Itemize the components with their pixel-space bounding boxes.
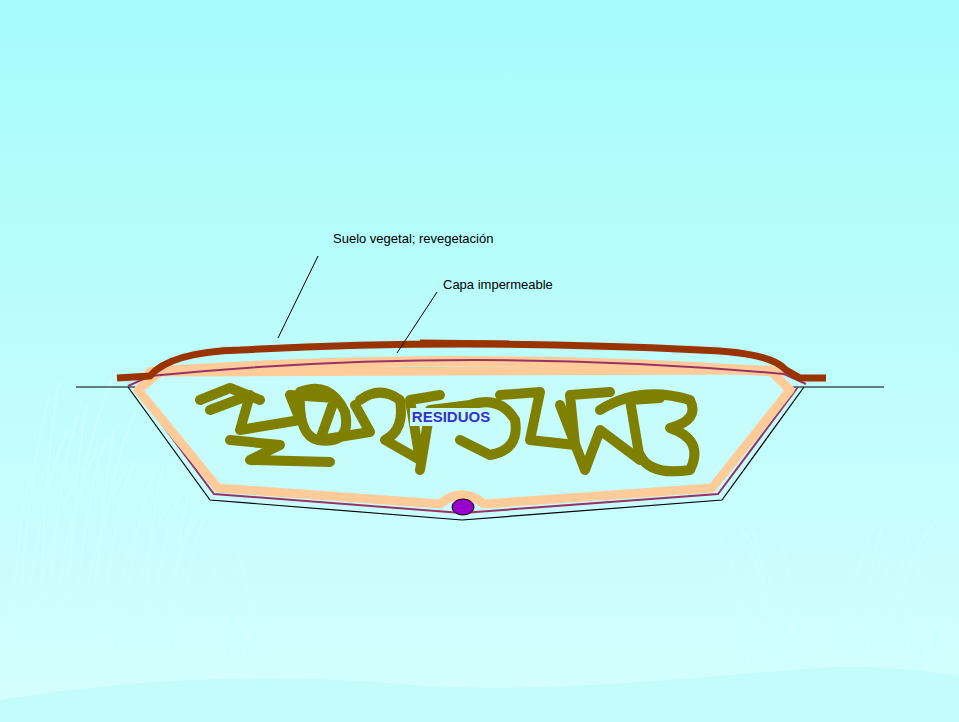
grass-blade	[157, 514, 201, 650]
callout-label: Suelo vegetal; revegetación	[333, 231, 493, 247]
grass-blade	[874, 600, 930, 670]
grass-blade	[710, 574, 766, 670]
ground-band	[0, 667, 959, 722]
grass-blade	[917, 569, 937, 670]
grass-blade	[204, 554, 236, 660]
liner-band	[138, 370, 790, 504]
grass-decoration	[11, 371, 944, 670]
grass-blade	[889, 604, 909, 670]
topsoil-layer	[117, 344, 826, 378]
grass-blade	[232, 564, 264, 660]
cap-membrane	[128, 360, 806, 386]
grass-blade	[194, 583, 250, 660]
grass-blade	[912, 582, 944, 670]
callout-label: Capa impermeable	[443, 277, 553, 293]
leader-line	[278, 256, 318, 338]
grass-blade	[738, 526, 794, 670]
grass-blade	[884, 573, 916, 670]
topsoil-bump	[420, 342, 520, 343]
grass-blade	[199, 569, 243, 660]
grass-blade	[898, 552, 930, 660]
grass-blade	[178, 506, 210, 650]
drain-pipe	[452, 499, 474, 515]
grass-blade	[879, 586, 923, 670]
grass-blade	[781, 544, 801, 670]
grass-blade	[725, 580, 745, 670]
leader-line	[397, 292, 437, 353]
grass-blade	[776, 562, 808, 670]
grass-blade	[720, 538, 752, 670]
waste-body: RESIDUOS	[120, 330, 840, 530]
node-label: RESIDUOS	[410, 408, 492, 426]
grass-blade	[743, 568, 787, 670]
grass-blade	[209, 588, 229, 660]
grass-blade	[237, 550, 257, 660]
waste-mass	[200, 388, 695, 471]
grass-blade	[715, 556, 759, 670]
